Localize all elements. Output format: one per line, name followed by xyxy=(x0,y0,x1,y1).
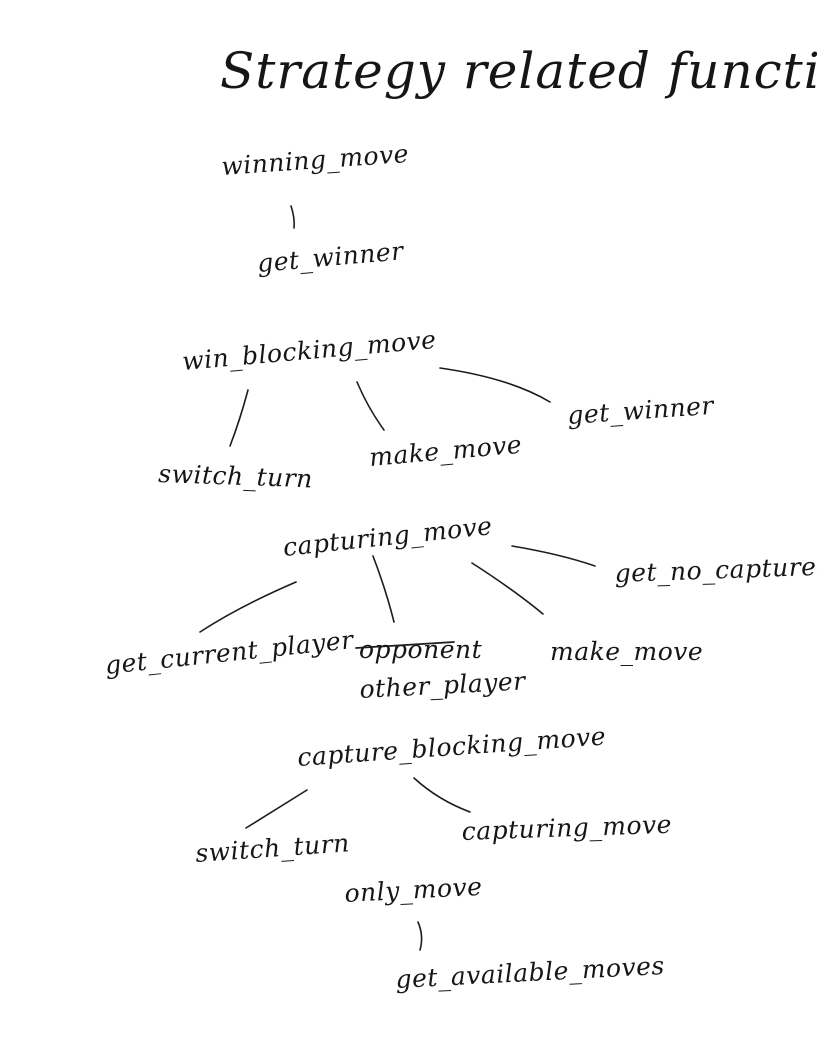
edge-win-blocking-switch-turn xyxy=(229,389,249,447)
edge-capturing-get-current-player xyxy=(199,581,297,633)
edge-win-blocking-make-move xyxy=(356,381,385,431)
node-get-available-moves: get_available_moves xyxy=(395,951,666,994)
node-capturing-move-2: capturing_move xyxy=(461,810,672,846)
diagram-title: Strategy related functions xyxy=(220,42,817,100)
edge-capturing-other-player xyxy=(372,555,395,623)
strikethrough-opponent xyxy=(355,641,455,649)
group-capture-blocking-move: capture_blocking_move switch_turn captur… xyxy=(194,721,672,868)
node-make-move: make_move xyxy=(368,430,523,472)
node-capturing-move: capturing_move xyxy=(282,511,494,562)
node-capture-blocking-move: capture_blocking_move xyxy=(296,721,607,772)
node-switch-turn: switch_turn xyxy=(158,459,313,493)
group-only-move: only_move get_available_moves xyxy=(344,872,666,994)
node-get-winner-2: get_winner xyxy=(566,391,716,430)
node-get-no-captures: get_no_captures xyxy=(614,552,817,588)
node-winning-move: winning_move xyxy=(220,139,409,181)
edge-capturing-make-move xyxy=(471,562,544,615)
edge-winning-move-get-winner xyxy=(290,205,295,229)
node-win-blocking-move: win_blocking_move xyxy=(181,325,438,376)
edge-capturing-get-no-captures xyxy=(511,545,596,567)
node-opponent-crossed: opponent xyxy=(359,635,483,664)
node-get-current-player: get_current_player xyxy=(104,625,357,680)
edge-only-move-get-available-moves xyxy=(417,921,423,951)
group-winning-move: winning_move get_winner xyxy=(220,139,409,278)
group-capturing-move: capturing_move get_current_player oppone… xyxy=(104,511,817,704)
node-switch-turn-2: switch_turn xyxy=(194,828,350,868)
node-get-winner: get_winner xyxy=(256,236,406,278)
group-win-blocking-move: win_blocking_move switch_turn make_move … xyxy=(158,325,717,494)
node-only-move: only_move xyxy=(344,872,483,908)
edge-capture-blocking-capturing-move xyxy=(413,777,471,813)
edge-capture-blocking-switch-turn xyxy=(245,789,308,829)
node-make-move-2: make_move xyxy=(550,637,703,666)
node-other-player: other_player xyxy=(359,666,528,704)
edge-win-blocking-get-winner xyxy=(439,367,551,403)
